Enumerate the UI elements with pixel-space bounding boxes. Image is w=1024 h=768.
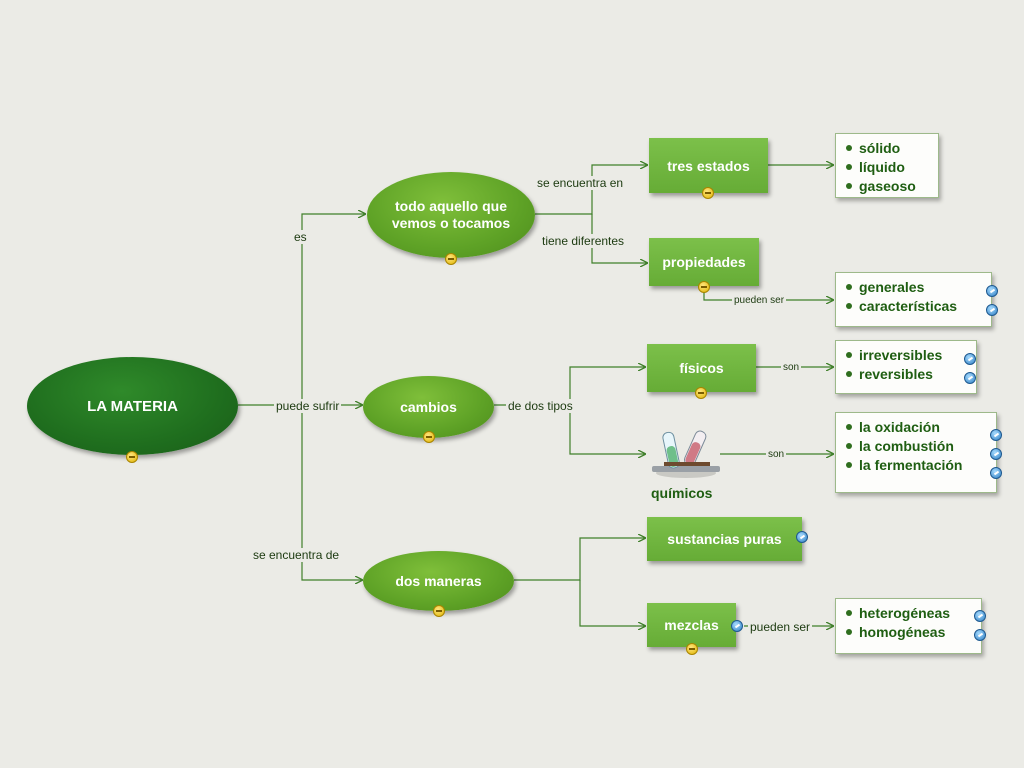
collapse-minus-icon[interactable] bbox=[695, 387, 707, 399]
link-icon[interactable] bbox=[731, 620, 743, 632]
node-fisicos[interactable]: físicos bbox=[647, 344, 756, 392]
node-dos-maneras[interactable]: dos maneras bbox=[363, 551, 514, 611]
link-label-son-quimicos: son bbox=[766, 448, 787, 462]
connector-root-dosmaneras bbox=[301, 405, 362, 580]
link-label-pueden-ser-mezclas: pueden ser bbox=[748, 620, 813, 634]
root-node[interactable]: LA MATERIA bbox=[27, 357, 238, 455]
node-cambios[interactable]: cambios bbox=[363, 376, 494, 438]
bullet-icon bbox=[846, 182, 852, 189]
bullet-icon bbox=[846, 609, 852, 616]
node-propiedades[interactable]: propiedades bbox=[649, 238, 759, 286]
link-icon[interactable] bbox=[964, 372, 976, 384]
node-sustancias-puras-label: sustancias puras bbox=[667, 531, 782, 547]
list-item: la fermentación bbox=[846, 455, 974, 474]
link-icon[interactable] bbox=[990, 467, 1002, 479]
bullet-icon bbox=[846, 461, 852, 468]
link-icon[interactable] bbox=[974, 629, 986, 641]
bullet-icon bbox=[846, 423, 852, 430]
node-mezclas-label: mezclas bbox=[664, 617, 719, 633]
list-item: la oxidación bbox=[846, 417, 974, 436]
bullet-icon bbox=[846, 144, 852, 151]
list-estados: sólido líquido gaseoso bbox=[835, 133, 939, 198]
list-quimicos: la oxidación la combustión la fermentaci… bbox=[835, 412, 997, 493]
list-item: irreversibles bbox=[846, 345, 954, 364]
bullet-icon bbox=[846, 370, 852, 377]
list-item: generales bbox=[846, 277, 969, 296]
connector-root-todo bbox=[238, 214, 365, 406]
test-tubes-icon[interactable] bbox=[648, 426, 724, 480]
collapse-minus-icon[interactable] bbox=[702, 187, 714, 199]
link-icon[interactable] bbox=[964, 353, 976, 365]
bullet-icon bbox=[846, 283, 852, 290]
link-icon[interactable] bbox=[974, 610, 986, 622]
list-propiedades: generales características bbox=[835, 272, 992, 327]
connector-todo-propiedades bbox=[591, 214, 647, 263]
link-label-de-dos-tipos: de dos tipos bbox=[506, 399, 575, 413]
collapse-minus-icon[interactable] bbox=[126, 451, 138, 463]
root-label: LA MATERIA bbox=[87, 397, 178, 415]
bullet-icon bbox=[846, 302, 852, 309]
node-propiedades-label: propiedades bbox=[662, 254, 746, 270]
link-label-tiene-diferentes: tiene diferentes bbox=[540, 234, 627, 248]
connector-dosmaneras-mezclas bbox=[579, 580, 645, 626]
node-mezclas[interactable]: mezclas bbox=[647, 603, 736, 647]
link-icon[interactable] bbox=[986, 285, 998, 297]
collapse-minus-icon[interactable] bbox=[445, 253, 457, 265]
node-dos-maneras-label: dos maneras bbox=[395, 572, 482, 589]
list-item: la combustión bbox=[846, 436, 974, 455]
connector-cambios-quimicos bbox=[569, 405, 645, 454]
connector-dosmaneras-sustancias bbox=[514, 538, 645, 581]
bullet-icon bbox=[846, 442, 852, 449]
node-todo-aquello[interactable]: todo aquello que vemos o tocamos bbox=[367, 172, 535, 258]
link-icon[interactable] bbox=[990, 429, 1002, 441]
link-label-se-encuentra-en: se encuentra en bbox=[535, 176, 626, 190]
node-quimicos-label[interactable]: químicos bbox=[651, 485, 713, 501]
list-item: heterogéneas bbox=[846, 603, 959, 622]
node-tres-estados[interactable]: tres estados bbox=[649, 138, 768, 193]
link-icon[interactable] bbox=[986, 304, 998, 316]
list-item: líquido bbox=[846, 157, 930, 176]
list-fisicos: irreversibles reversibles bbox=[835, 340, 977, 394]
link-label-puede-sufrir: puede sufrir bbox=[274, 399, 342, 413]
link-icon[interactable] bbox=[990, 448, 1002, 460]
list-item: gaseoso bbox=[846, 176, 930, 195]
link-icon[interactable] bbox=[796, 531, 808, 543]
bullet-icon bbox=[846, 163, 852, 170]
link-label-son-fisicos: son bbox=[781, 361, 802, 375]
link-label-pueden-ser-propiedades: pueden ser bbox=[732, 294, 787, 308]
list-item: homogéneas bbox=[846, 622, 959, 641]
collapse-minus-icon[interactable] bbox=[423, 431, 435, 443]
list-mezclas: heterogéneas homogéneas bbox=[835, 598, 982, 654]
collapse-minus-icon[interactable] bbox=[698, 281, 710, 293]
list-item: reversibles bbox=[846, 364, 954, 383]
node-fisicos-label: físicos bbox=[679, 360, 724, 376]
bullet-icon bbox=[846, 628, 852, 635]
list-item: sólido bbox=[846, 138, 930, 157]
node-tres-estados-label: tres estados bbox=[667, 157, 750, 174]
collapse-minus-icon[interactable] bbox=[686, 643, 698, 655]
collapse-minus-icon[interactable] bbox=[433, 605, 445, 617]
list-item: características bbox=[846, 296, 969, 315]
node-todo-label: todo aquello que vemos o tocamos bbox=[391, 198, 511, 231]
bullet-icon bbox=[846, 351, 852, 358]
link-label-se-encuentra-de: se encuentra de bbox=[251, 548, 342, 562]
node-cambios-label: cambios bbox=[400, 398, 457, 415]
node-sustancias-puras[interactable]: sustancias puras bbox=[647, 517, 802, 561]
link-label-es: es bbox=[292, 230, 309, 244]
